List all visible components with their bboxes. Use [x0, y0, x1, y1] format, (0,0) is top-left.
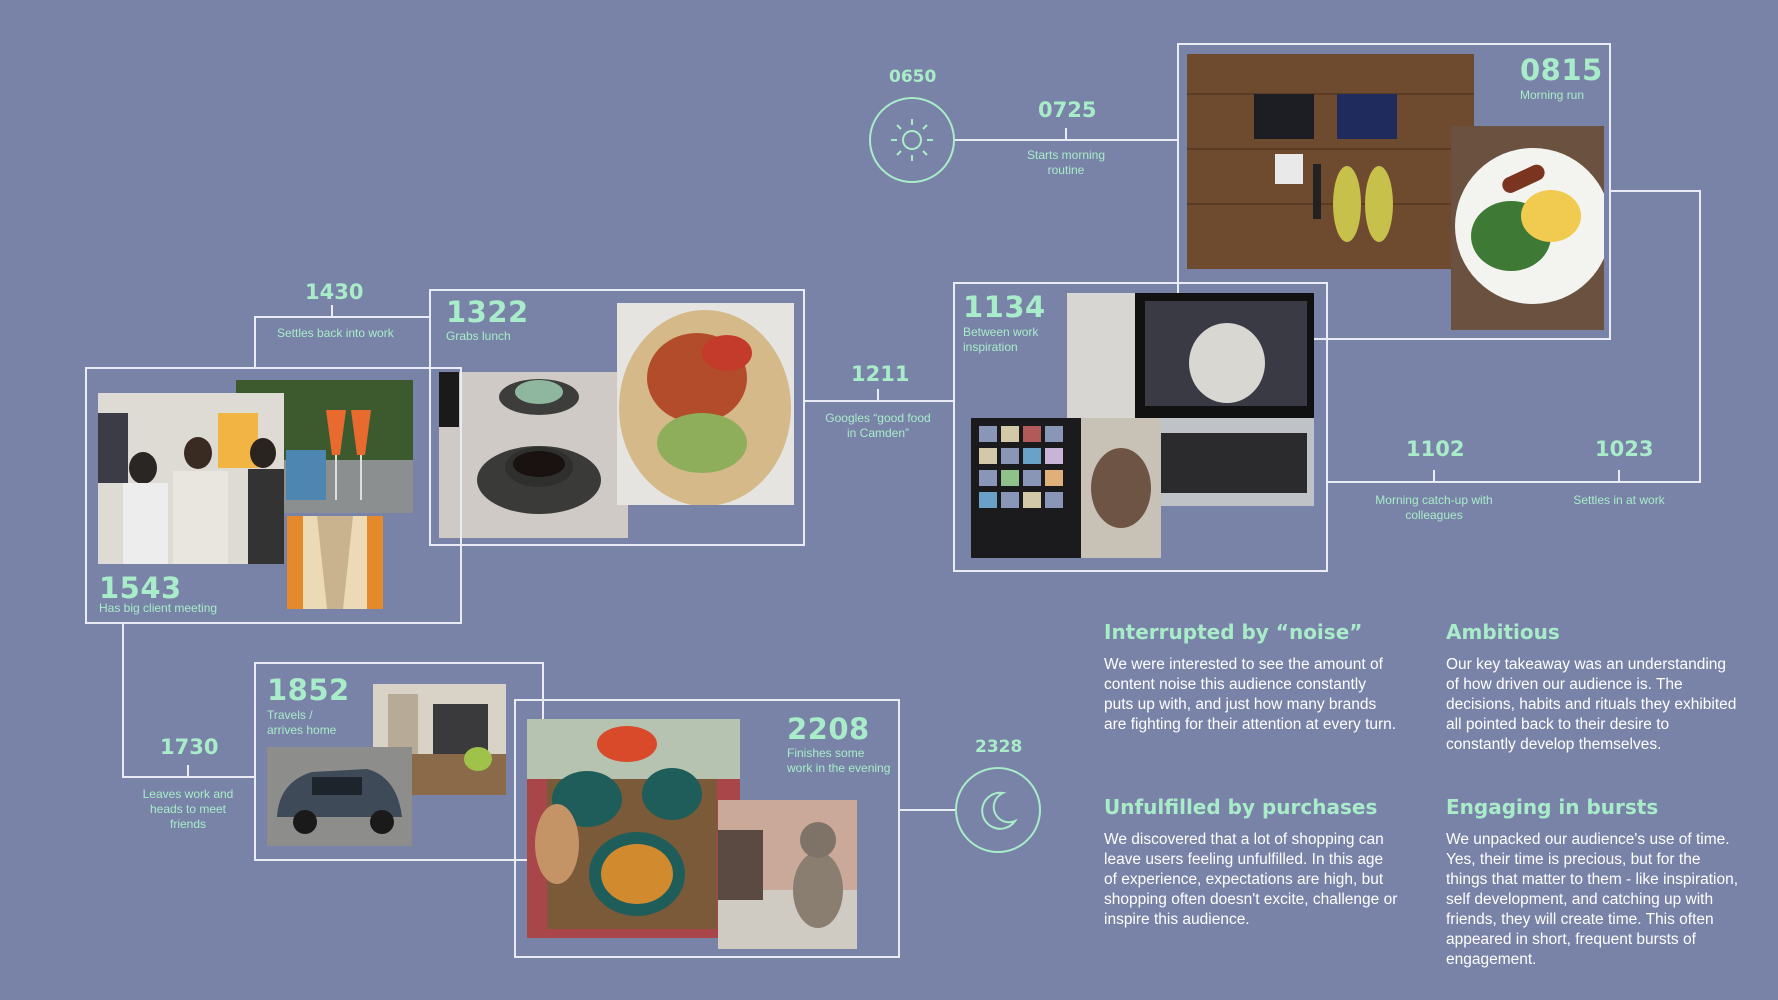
- label-1023: Settles in at work: [1573, 493, 1665, 507]
- label-1730: Leaves work and heads to meet friends: [142, 787, 234, 831]
- laptop-cat-illustration: [1067, 293, 1314, 506]
- photo-running-kit: [1187, 54, 1474, 269]
- photo-coffee: [439, 372, 628, 538]
- time-1023: 1023: [1595, 437, 1654, 461]
- photo-breakfast: [1451, 126, 1604, 330]
- photo-car: [267, 747, 412, 846]
- label-2208: Finishes some work in the evening: [787, 746, 891, 775]
- photo-cat: [718, 800, 857, 949]
- time-0725: 0725: [1038, 98, 1097, 122]
- time-0650: 0650: [889, 67, 937, 87]
- photo-tortilla-lunch: [617, 303, 794, 505]
- label-0725: Starts morning routine: [1026, 148, 1106, 177]
- label-1134: Between work inspiration: [963, 325, 1039, 354]
- card-1134: [953, 282, 1328, 572]
- insight-title-ambitious: Ambitious: [1446, 620, 1560, 644]
- moodboard-illustration: [971, 418, 1161, 558]
- insight-body-purchases: We discovered that a lot of shopping can…: [1104, 831, 1398, 928]
- cat-illustration: [718, 800, 857, 949]
- time-1852: 1852: [267, 673, 350, 707]
- time-1102: 1102: [1406, 437, 1465, 461]
- label-1430: Settles back into work: [277, 326, 394, 340]
- insight-body-ambitious: Our key takeaway was an understanding of…: [1446, 656, 1737, 753]
- meeting-illustration: [98, 393, 284, 564]
- time-1322: 1322: [446, 295, 529, 329]
- time-1730: 1730: [160, 735, 219, 759]
- time-1211: 1211: [851, 362, 910, 386]
- time-1430: 1430: [305, 280, 364, 304]
- coffee-illustration: [439, 372, 628, 538]
- insight-title-purchases: Unfulfilled by purchases: [1104, 795, 1378, 819]
- moon-icon: [981, 791, 1018, 830]
- dinner-illustration: [527, 719, 740, 938]
- card-1322: [429, 289, 805, 546]
- car-illustration: [267, 747, 412, 846]
- photo-train: [287, 516, 383, 609]
- card-1543: [85, 367, 462, 624]
- photo-monitor-moodboard: [971, 418, 1161, 558]
- label-0815: Morning run: [1520, 88, 1585, 102]
- night-icon: [955, 767, 1041, 853]
- photo-dinner: [527, 719, 740, 938]
- insight-body-bursts: We unpacked our audience's use of time. …: [1446, 831, 1739, 968]
- insight-title-noise: Interrupted by “noise”: [1104, 620, 1363, 644]
- breakfast-illustration: [1451, 126, 1604, 330]
- label-1211: Googles “good food in Camden”: [825, 411, 931, 440]
- time-2328: 2328: [975, 737, 1023, 757]
- label-1543: Has big client meeting: [99, 601, 218, 615]
- time-0815: 0815: [1520, 53, 1603, 87]
- insight-body-noise: We were interested to see the amount of …: [1104, 656, 1397, 733]
- running-kit-illustration: [1187, 54, 1474, 269]
- label-1102: Morning catch-up with colleagues: [1375, 493, 1493, 522]
- label-1852: Travels / arrives home: [267, 708, 337, 737]
- sunrise-icon: [869, 97, 955, 183]
- train-illustration: [287, 516, 383, 609]
- time-1543: 1543: [99, 571, 182, 605]
- photo-client-meeting: [98, 393, 284, 564]
- sun-icon: [891, 119, 933, 161]
- time-2208: 2208: [787, 712, 870, 746]
- card-2208: [514, 699, 900, 958]
- insight-title-bursts: Engaging in bursts: [1446, 795, 1659, 819]
- card-0815: [1177, 43, 1611, 340]
- photo-laptop-cat: [1067, 293, 1314, 506]
- time-1134: 1134: [963, 290, 1046, 324]
- tortilla-illustration: [617, 303, 794, 505]
- label-1322: Grabs lunch: [446, 329, 511, 343]
